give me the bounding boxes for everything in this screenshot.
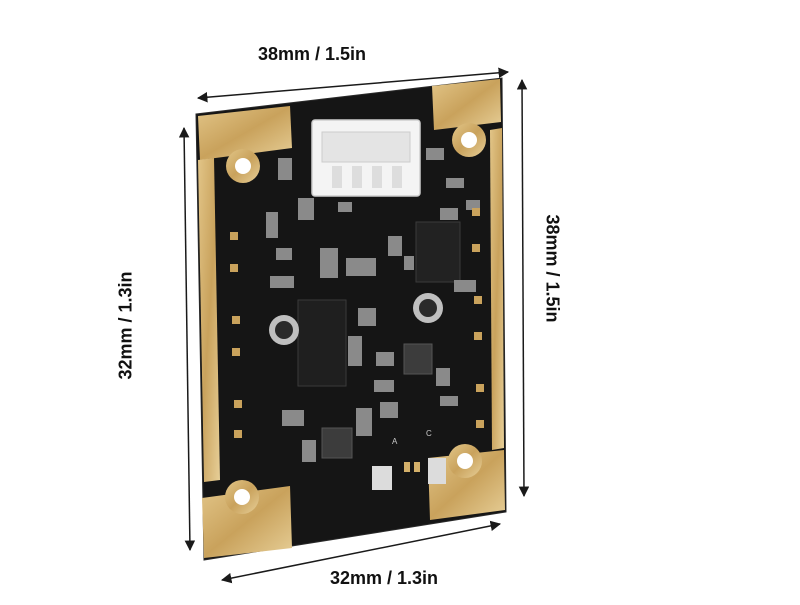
inductor-right [403,343,433,375]
dimension-arrow-bottom [220,520,502,584]
dimension-arrow-left [178,126,196,552]
edge-pads [230,208,484,438]
pcb-board: A C [195,77,507,561]
dimension-label-bottom: 32mm / 1.3in [330,568,439,588]
dimension-label-left: 32mm / 1.3in [115,271,136,380]
inductor-left [321,427,353,459]
gold-corner-pads [198,79,505,558]
dimension-arrow-right [516,78,530,498]
led-pads [372,458,446,490]
smd-components [266,148,480,462]
white-connector [311,119,421,197]
screw-right [413,293,443,323]
dimension-label-top: 38mm / 1.5in [258,44,367,64]
screw-left [269,315,299,345]
silkscreen-a: A [392,437,398,446]
silkscreen-c: C [426,429,432,438]
dimension-arrow-top [196,67,510,103]
side-chip [415,221,461,283]
mounting-holes [225,123,486,514]
dimension-label-right: 38mm / 1.5in [542,214,563,323]
main-chip [297,299,347,387]
